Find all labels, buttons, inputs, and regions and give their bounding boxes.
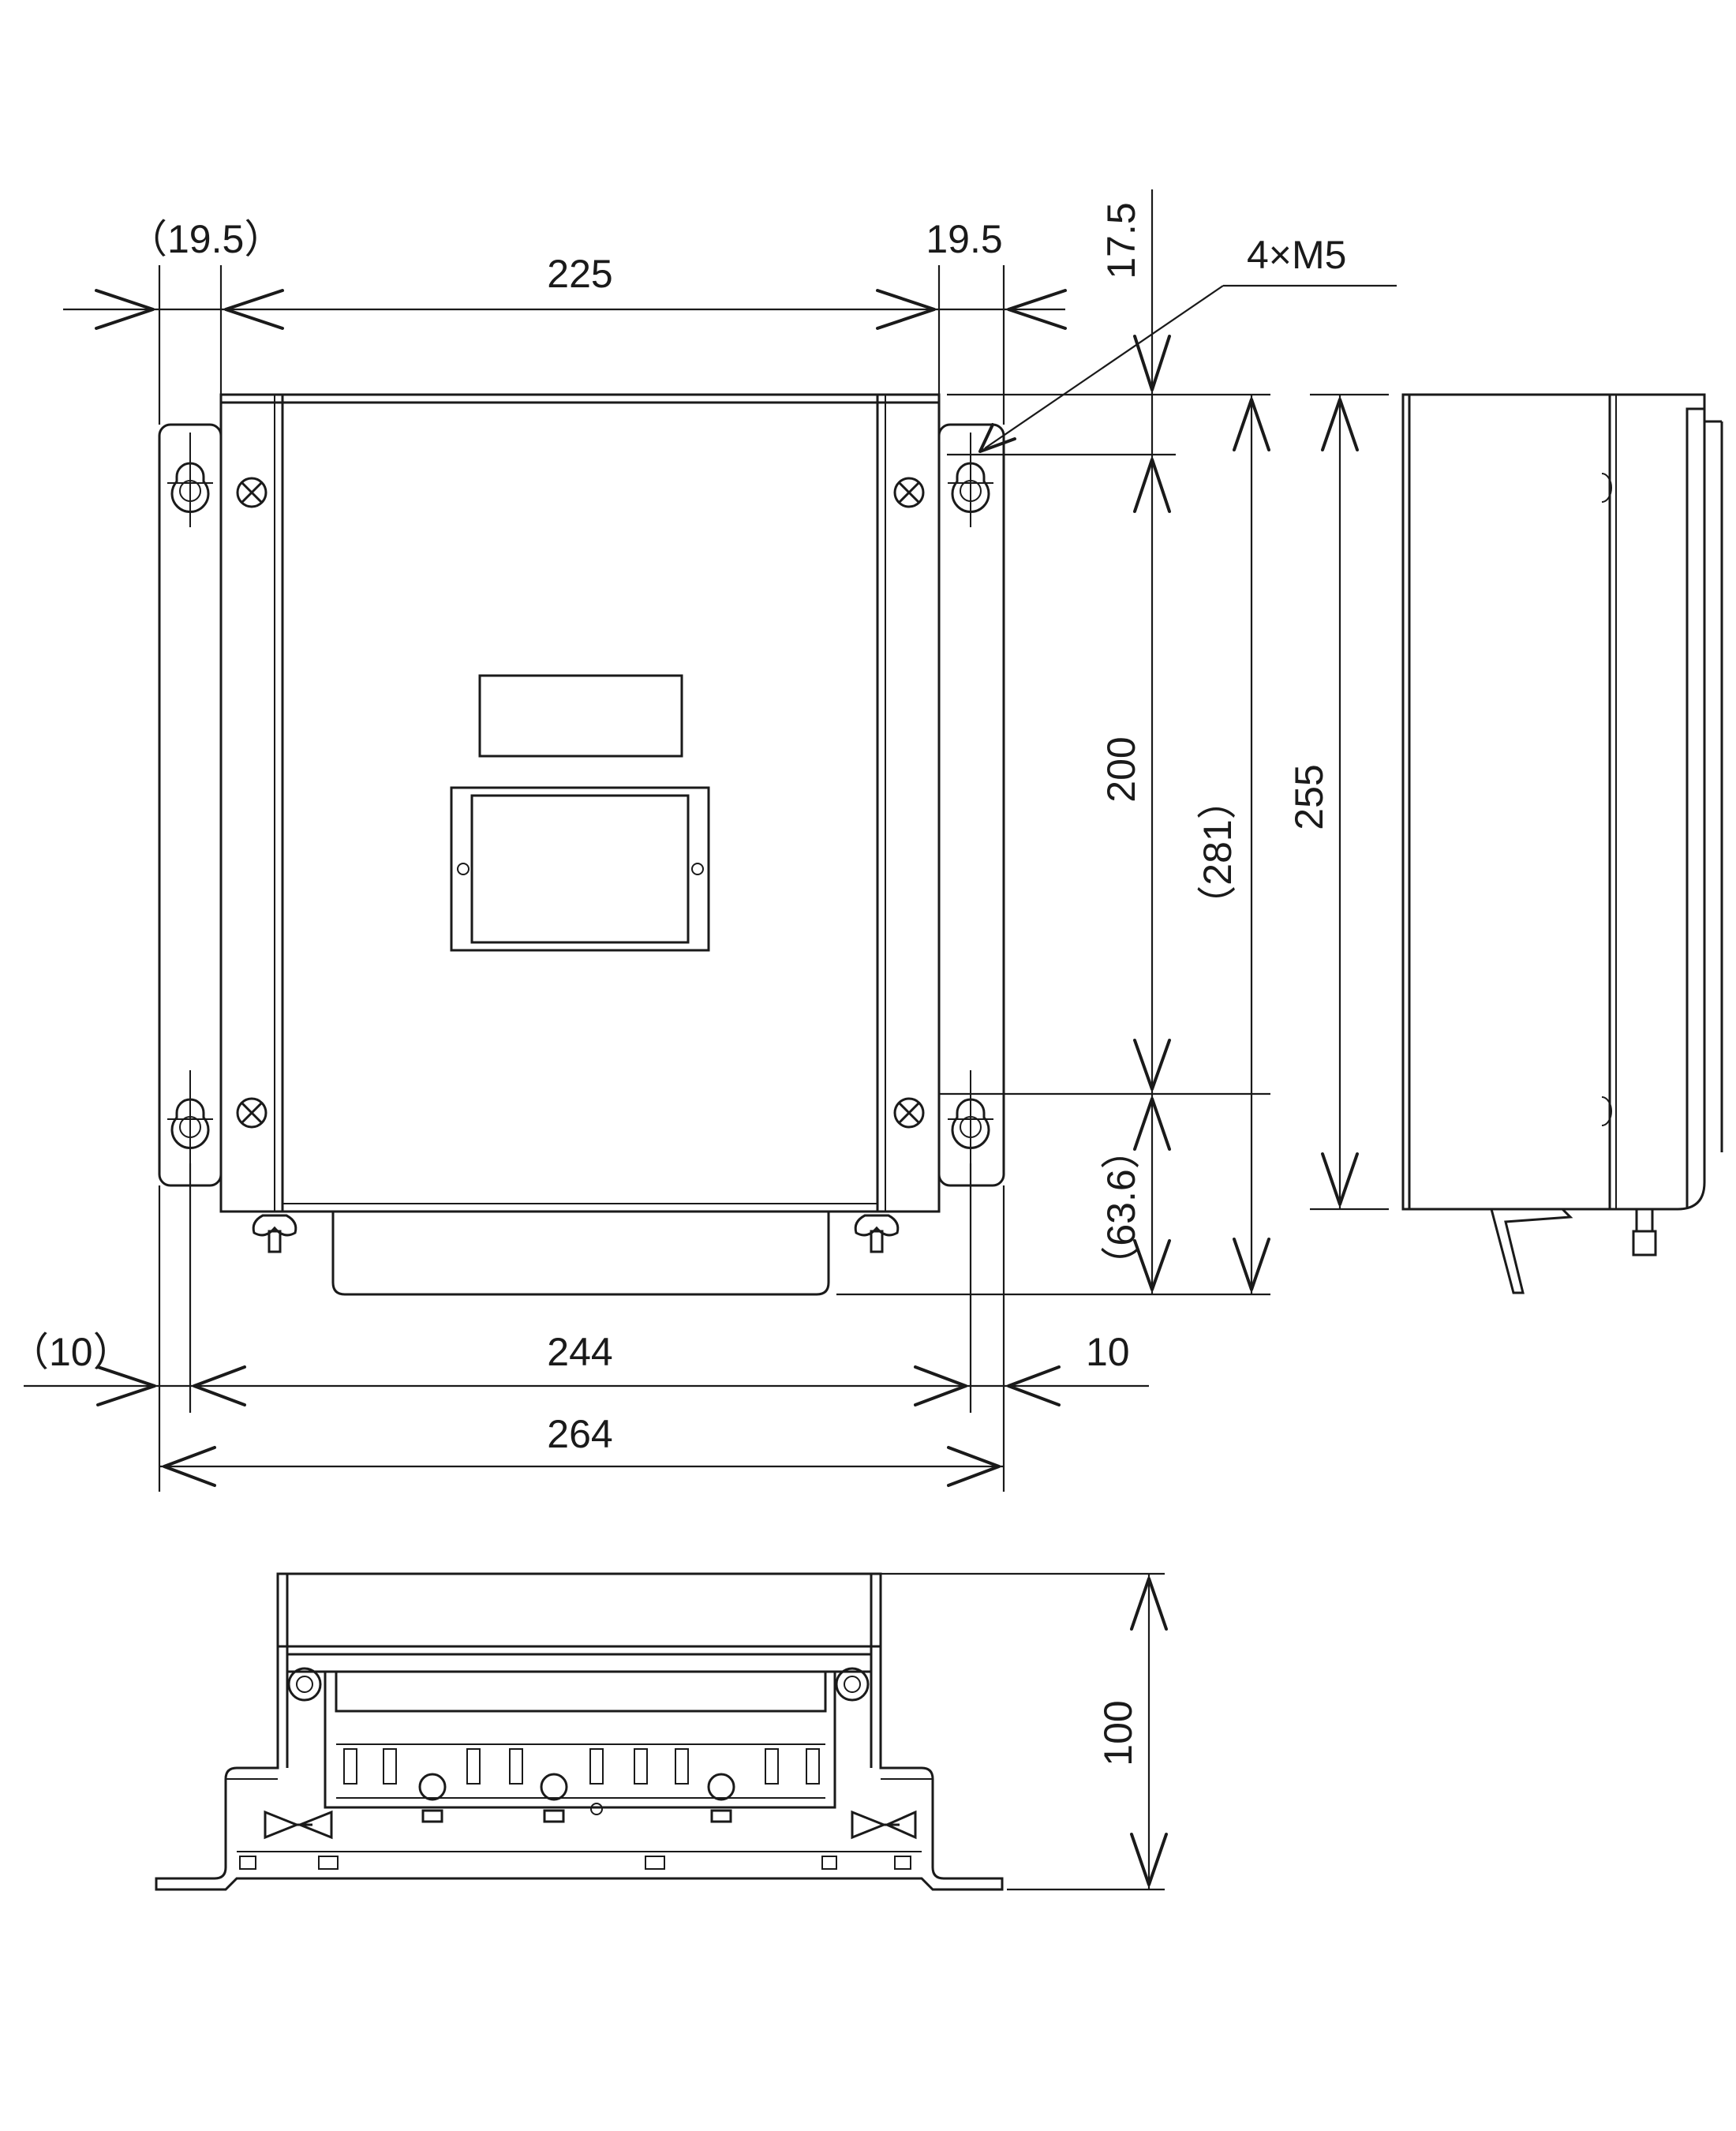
dim-hole-pitch-horizontal: 244 bbox=[547, 1330, 612, 1374]
screw-icon bbox=[236, 1097, 268, 1129]
dim-bottom-extension: （63.6） bbox=[1099, 1129, 1143, 1285]
screw-icon bbox=[236, 477, 268, 508]
keyhole-icon bbox=[167, 1070, 213, 1163]
dim-top-left-offset: （19.5） bbox=[128, 217, 283, 261]
dim-overall-height: （281） bbox=[1195, 780, 1240, 924]
dim-bottom-right-offset: 10 bbox=[1086, 1330, 1130, 1374]
enclosure-body bbox=[219, 393, 941, 1213]
keyhole-icon bbox=[948, 1070, 993, 1163]
dim-top-right-offset: 19.5 bbox=[926, 217, 1002, 261]
dimension-labels: （19.5） 225 19.5 17.5 4×M5 200 （281） 255 … bbox=[9, 202, 1346, 1766]
screw-icon bbox=[893, 477, 925, 508]
dim-hole-pitch-vertical: 200 bbox=[1099, 736, 1143, 802]
front-view bbox=[158, 393, 1005, 1296]
screw-icon bbox=[893, 1097, 925, 1129]
display-window bbox=[450, 786, 710, 952]
keyhole-icon bbox=[948, 433, 993, 527]
dim-top-vertical: 17.5 bbox=[1099, 202, 1143, 279]
keyhole-icon bbox=[167, 433, 213, 527]
wing-nut-icon bbox=[854, 1214, 900, 1253]
dim-bottom-left-offset: （10） bbox=[9, 1330, 133, 1374]
side-enclosure bbox=[1401, 393, 1706, 1211]
side-view bbox=[1401, 393, 1723, 1294]
bottom-view bbox=[155, 1572, 1004, 1891]
dim-overall-width: 264 bbox=[547, 1412, 612, 1456]
dim-depth: 100 bbox=[1096, 1700, 1140, 1766]
wing-nut-icon bbox=[252, 1214, 297, 1253]
dimension-lines bbox=[24, 189, 1397, 1891]
dim-hole-note: 4×M5 bbox=[1247, 233, 1346, 277]
dim-body-height: 255 bbox=[1287, 764, 1331, 830]
label-plate bbox=[478, 674, 683, 758]
bottom-housing bbox=[155, 1572, 1004, 1891]
bottom-tray bbox=[331, 1212, 830, 1296]
dim-top-width: 225 bbox=[547, 252, 612, 296]
